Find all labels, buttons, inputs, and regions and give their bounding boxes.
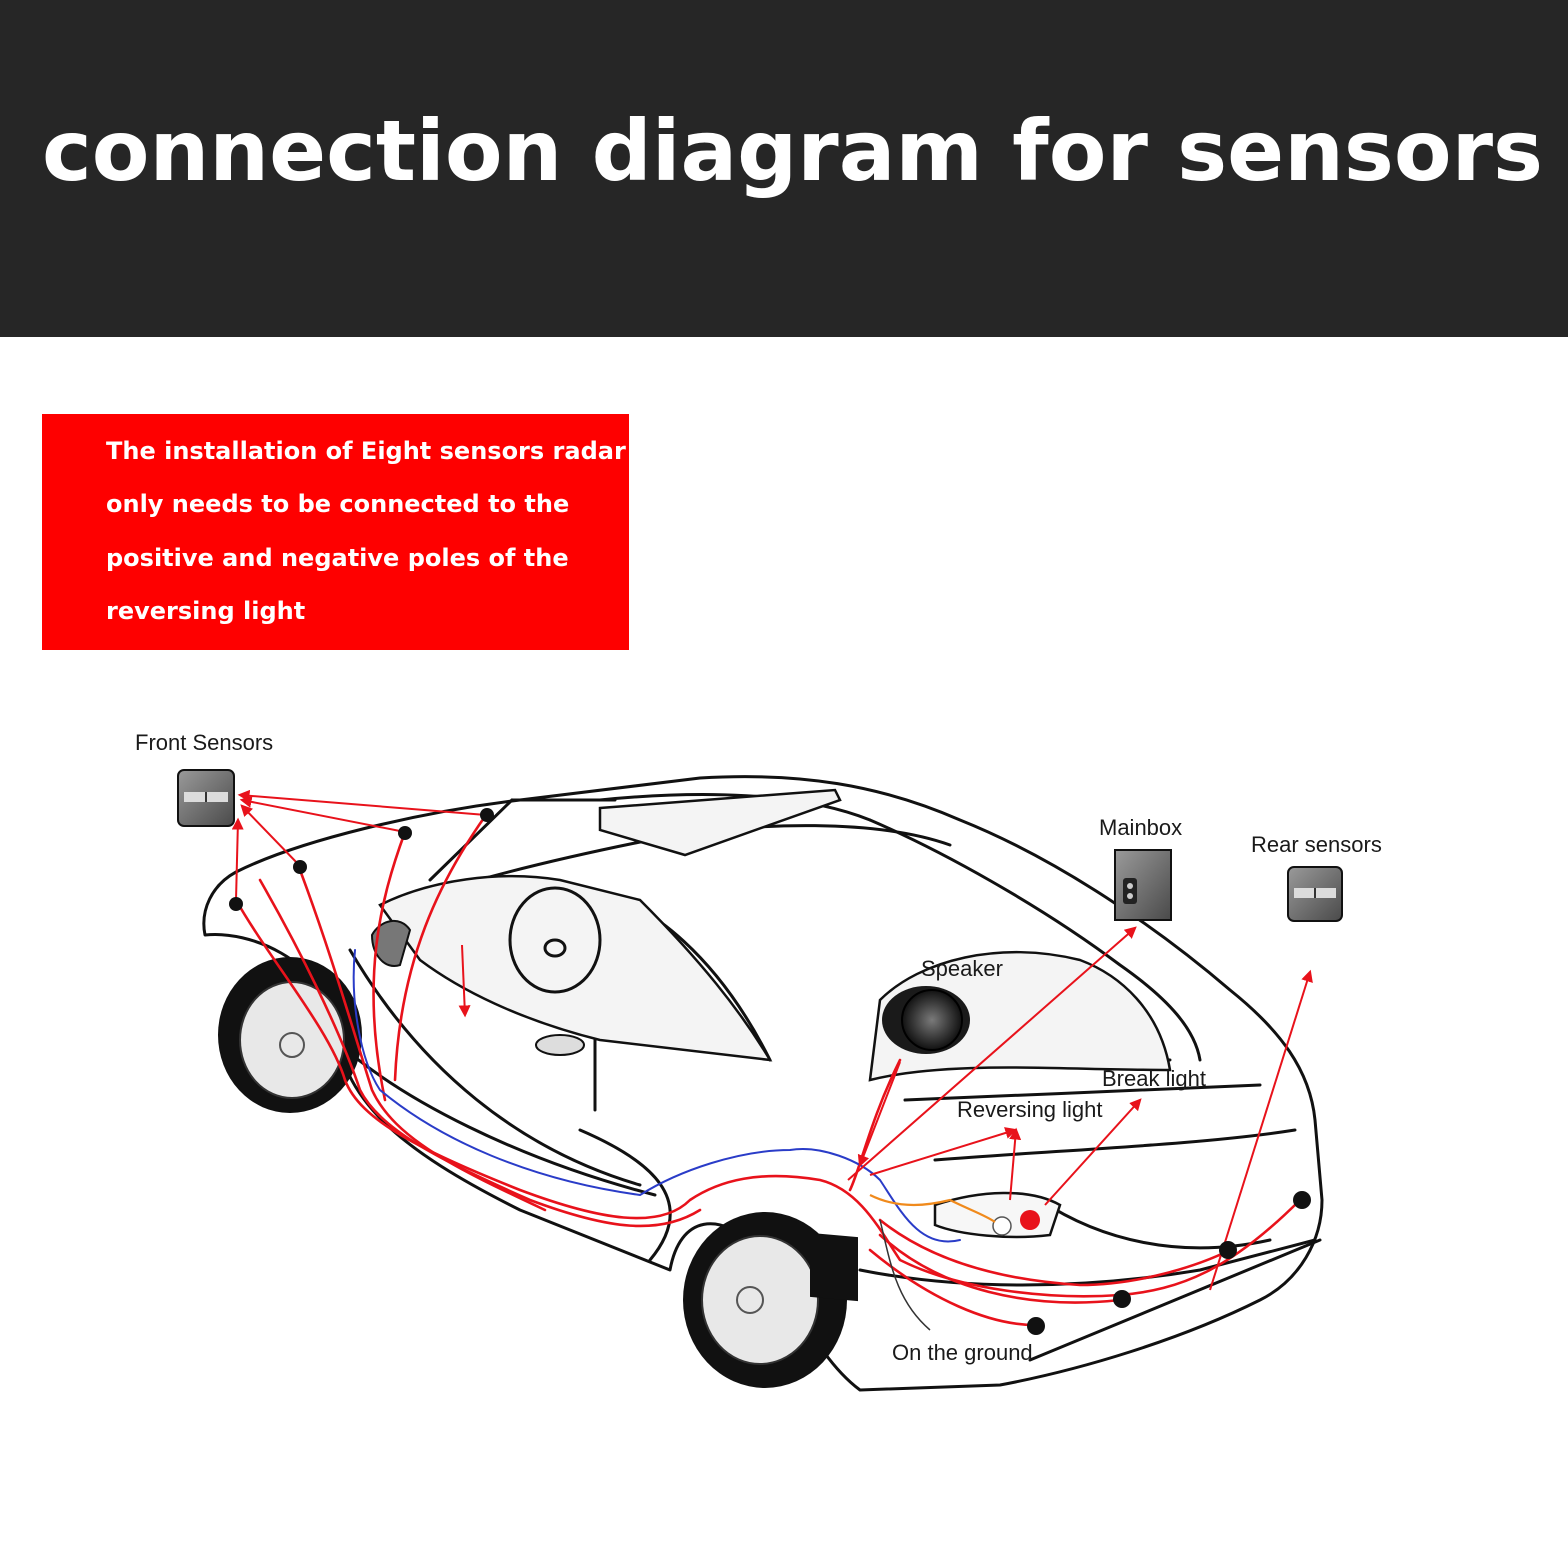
rear-sensor-point-3 <box>1219 1241 1237 1259</box>
signal-wire <box>352 949 961 1243</box>
label-mainbox: Mainbox <box>1099 815 1182 840</box>
door-handle <box>535 1034 585 1056</box>
notice-line-4: reversing light <box>106 597 306 625</box>
label-break-light: Break light <box>1102 1066 1206 1091</box>
front-sensor-icon <box>177 769 235 827</box>
sensor-points <box>229 808 1311 1335</box>
ground-wire <box>879 1219 931 1331</box>
label-on-the-ground: On the ground <box>892 1340 1033 1365</box>
arrows <box>231 789 1313 1291</box>
steering-wheel <box>508 886 602 994</box>
rear-sensor-point-2 <box>1113 1290 1131 1308</box>
label-rear-sensors: Rear sensors <box>1251 832 1382 857</box>
mainbox-icon <box>1114 849 1172 921</box>
front-wheel <box>218 957 362 1113</box>
rear-wheel <box>683 1212 847 1388</box>
car-wiring-diagram: Front Sensors Mainbox Rear sensors Speak… <box>135 730 1382 1392</box>
front-sensor-point-2 <box>293 860 307 874</box>
speaker-icon <box>882 986 970 1054</box>
label-reversing-light: Reversing light <box>957 1097 1103 1122</box>
front-sensor-point-1 <box>229 897 243 911</box>
front-sensor-point-4 <box>480 808 494 822</box>
rear-sensor-point-4 <box>1293 1191 1311 1209</box>
label-front-sensors: Front Sensors <box>135 730 273 755</box>
rear-sensor-point-1 <box>1027 1317 1045 1335</box>
installation-notice: The installation of Eight sensors radar … <box>42 414 629 650</box>
fuel-cap <box>810 1232 858 1302</box>
label-speaker: Speaker <box>921 956 1003 981</box>
header-banner: connection diagram for sensors 8 <box>0 0 1568 337</box>
car-windows <box>378 788 1172 1082</box>
rear-sensor-icon <box>1287 866 1343 922</box>
page-title: connection diagram for sensors 8 <box>42 102 1568 200</box>
notice-line-3: positive and negative poles of the <box>106 544 569 572</box>
tail-light <box>933 1191 1062 1239</box>
notice-line-1: The installation of Eight sensors radar <box>106 437 626 465</box>
notice-line-2: only needs to be connected to the <box>106 490 570 518</box>
wire-harness <box>234 813 1302 1327</box>
front-sensor-point-3 <box>398 826 412 840</box>
orange-wire <box>869 1194 996 1223</box>
